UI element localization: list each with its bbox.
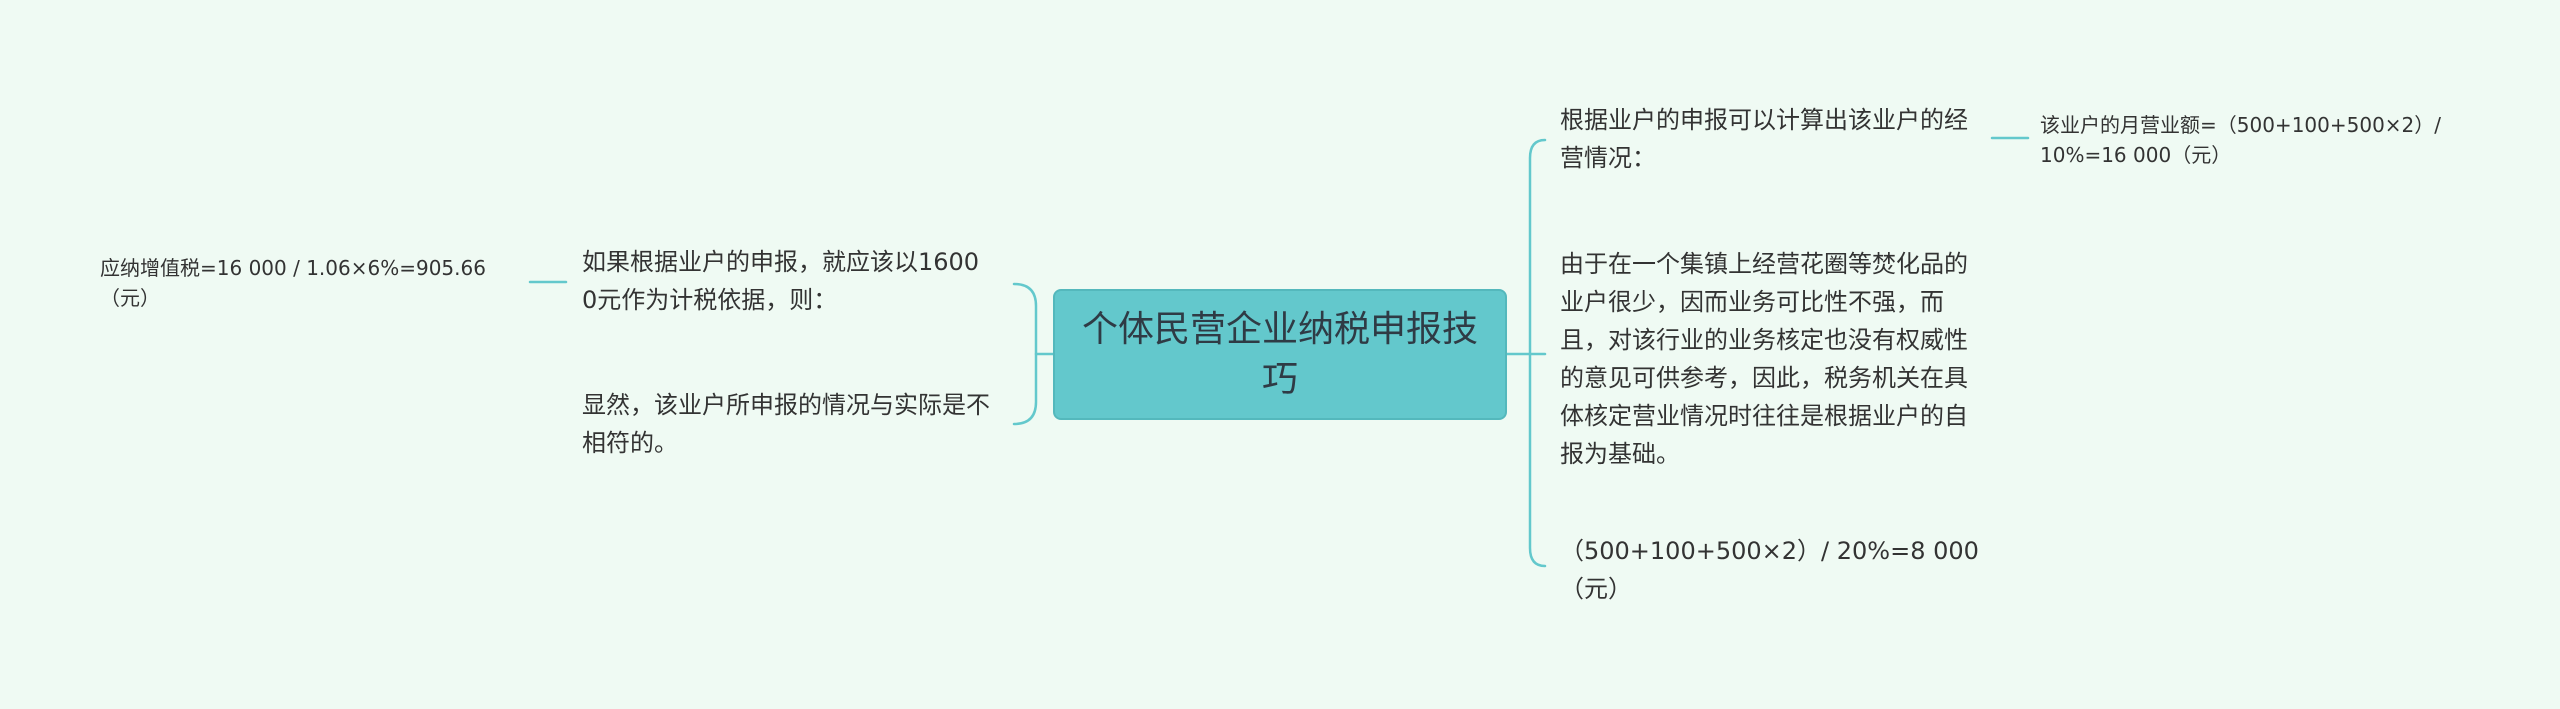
- left-branch-1-child[interactable]: 应纳增值税=16 000 / 1.06×6%=905.66（元）: [100, 253, 520, 313]
- left-branch-1[interactable]: 如果根据业户的申报，就应该以16000元作为计税依据，则：: [582, 243, 992, 319]
- right-branch-1[interactable]: 根据业户的申报可以计算出该业户的经营情况：: [1560, 101, 1980, 177]
- left-branch-2[interactable]: 显然，该业户所申报的情况与实际是不相符的。: [582, 386, 992, 462]
- right-branch-1-child-label: 该业户的月营业额=（500+100+500×2）/ 10%=16 000（元）: [2040, 113, 2442, 167]
- right-branch-1-label: 根据业户的申报可以计算出该业户的经营情况：: [1560, 106, 1968, 172]
- root-topic-label: 个体民营企业纳税申报技巧: [1081, 308, 1478, 400]
- right-branch-1-child[interactable]: 该业户的月营业额=（500+100+500×2）/ 10%=16 000（元）: [2040, 110, 2460, 170]
- right-branch-2-label: 由于在一个集镇上经营花圈等焚化品的业户很少，因而业务可比性不强，而且，对该行业的…: [1560, 250, 1968, 468]
- left-branch-2-label: 显然，该业户所申报的情况与实际是不相符的。: [582, 391, 990, 457]
- right-branch-3-label: （500+100+500×2）/ 20%=8 000（元）: [1560, 537, 1979, 603]
- right-branch-3[interactable]: （500+100+500×2）/ 20%=8 000（元）: [1560, 532, 1980, 608]
- root-topic[interactable]: 个体民营企业纳税申报技巧: [1053, 289, 1507, 420]
- right-branch-2[interactable]: 由于在一个集镇上经营花圈等焚化品的业户很少，因而业务可比性不强，而且，对该行业的…: [1560, 245, 1980, 473]
- left-branch-1-child-label: 应纳增值税=16 000 / 1.06×6%=905.66（元）: [100, 256, 486, 310]
- left-branch-1-label: 如果根据业户的申报，就应该以16000元作为计税依据，则：: [582, 248, 980, 314]
- connector-left-bracket: [1012, 282, 1038, 426]
